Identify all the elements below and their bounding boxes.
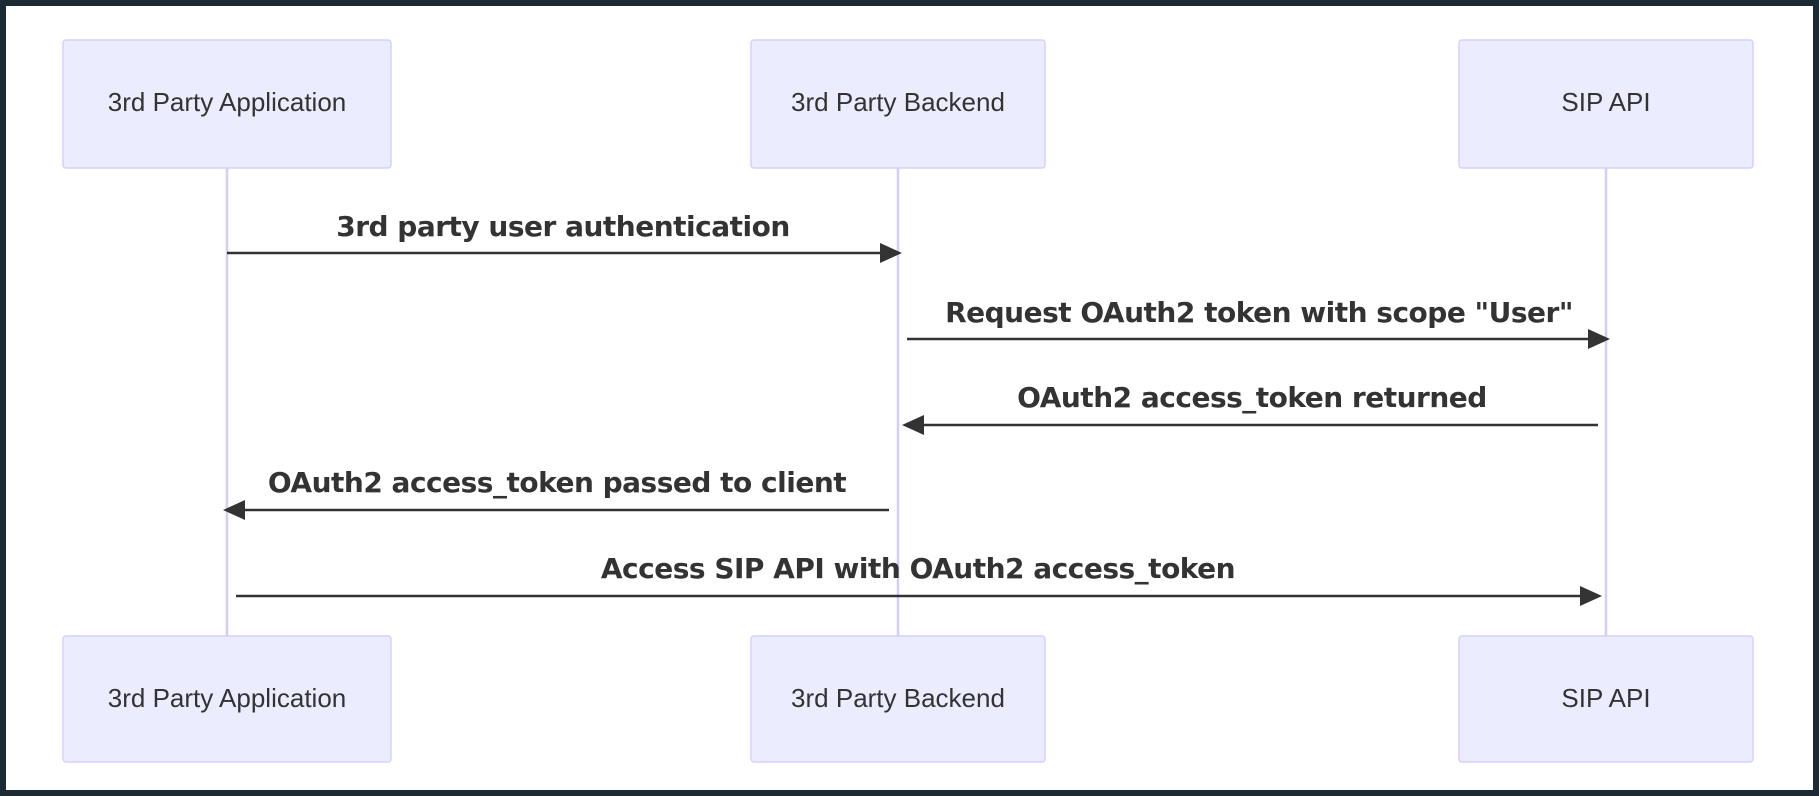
actor-top-sip: SIP API [1458,39,1754,169]
message-1: 3rd party user authentication [227,210,902,263]
actor-top-app-label: 3rd Party Application [108,87,346,117]
message-3-label: OAuth2 access_token returned [1017,381,1487,414]
message-1-label: 3rd party user authentication [336,210,790,243]
arrow-left-icon [223,500,245,520]
message-2: Request OAuth2 token with scope "User" [907,296,1610,349]
actor-bottom-sip: SIP API [1458,635,1754,763]
message-4: OAuth2 access_token passed to client [223,466,889,520]
arrow-right-icon [1580,586,1602,606]
message-2-label: Request OAuth2 token with scope "User" [945,296,1573,329]
message-5-label: Access SIP API with OAuth2 access_token [601,552,1235,585]
actor-bottom-app: 3rd Party Application [62,635,392,763]
arrow-right-icon [1588,329,1610,349]
message-4-label: OAuth2 access_token passed to client [268,466,846,499]
actor-top-backend: 3rd Party Backend [750,39,1046,169]
message-5: Access SIP API with OAuth2 access_token [236,552,1602,606]
arrow-left-icon [902,415,924,435]
arrow-right-icon [880,243,902,263]
actor-top-backend-label: 3rd Party Backend [791,87,1005,117]
actor-bottom-backend: 3rd Party Backend [750,635,1046,763]
actor-top-app: 3rd Party Application [62,39,392,169]
actor-bottom-sip-label: SIP API [1561,683,1650,713]
message-3: OAuth2 access_token returned [902,381,1598,435]
actor-top-sip-label: SIP API [1561,87,1650,117]
actor-bottom-backend-label: 3rd Party Backend [791,683,1005,713]
actor-bottom-app-label: 3rd Party Application [108,683,346,713]
